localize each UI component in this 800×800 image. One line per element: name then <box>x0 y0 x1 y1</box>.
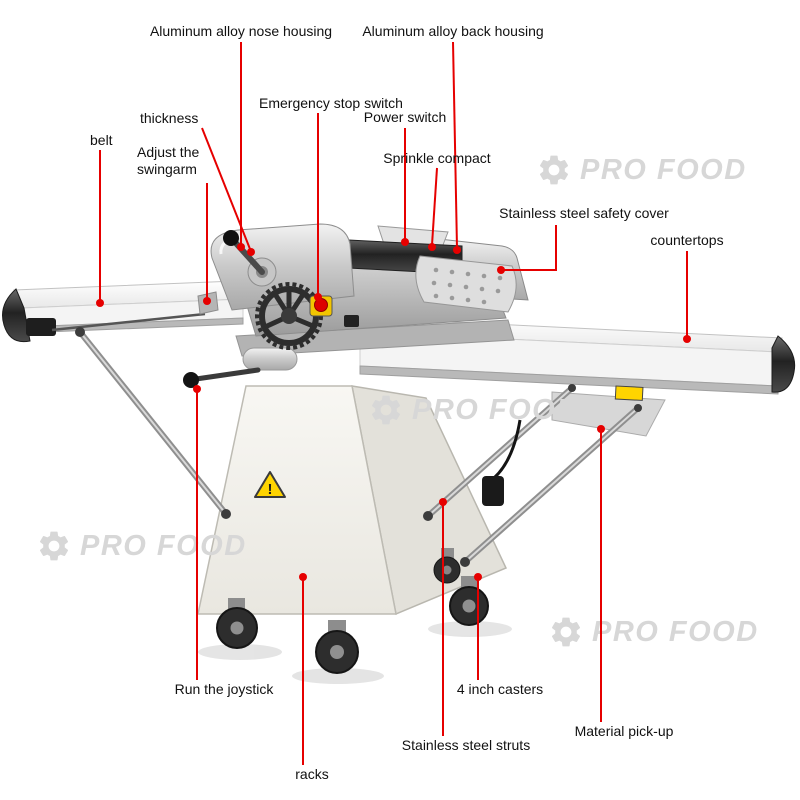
label-casters: 4 inch casters <box>456 681 544 697</box>
watermark: PRO FOOD <box>36 528 247 564</box>
label-nose-housing: Aluminum alloy nose housing <box>149 23 333 39</box>
watermark-text: PRO FOOD <box>580 153 747 186</box>
front-cylinder <box>242 347 298 371</box>
label-power-switch: Power switch <box>363 109 447 125</box>
drive-motor <box>26 318 56 336</box>
power-switch-part <box>344 315 359 327</box>
left-strut <box>75 327 231 519</box>
watermark-text: PRO FOOD <box>412 393 579 426</box>
casters <box>216 548 489 674</box>
safety-guard <box>415 255 517 313</box>
control-pendant <box>482 419 522 506</box>
belt-roller <box>2 288 31 343</box>
label-safety-cover: Stainless steel safety cover <box>499 205 669 221</box>
emergency-stop-part <box>309 295 333 317</box>
warning-sticker <box>614 385 644 401</box>
label-run-joystick: Run the joystick <box>174 681 274 697</box>
gear-icon <box>551 617 581 647</box>
label-sprinkle-compact: Sprinkle compact <box>383 150 491 166</box>
gear-icon <box>371 395 401 425</box>
watermark-text: PRO FOOD <box>592 615 759 648</box>
watermark: PRO FOOD <box>536 152 747 188</box>
label-belt: belt <box>90 132 113 148</box>
label-countertops: countertops <box>650 232 724 248</box>
label-material-pickup: Material pick-up <box>574 723 674 739</box>
label-adjust-swingarm: Adjust the swingarm <box>137 144 200 177</box>
gear-icon <box>539 155 569 185</box>
label-thickness: thickness <box>140 110 199 126</box>
warning-icon: ! <box>254 471 286 498</box>
end-roller <box>771 335 796 393</box>
floor-shadow <box>198 621 512 684</box>
swingarm-pivot <box>197 291 219 315</box>
label-back-housing: Aluminum alloy back housing <box>362 23 544 39</box>
gear-icon <box>39 531 69 561</box>
joystick-lever <box>183 367 261 388</box>
watermark: PRO FOOD <box>368 392 579 428</box>
warning-mark: ! <box>268 481 273 498</box>
label-emergency-stop: Emergency stop switch <box>259 95 403 111</box>
watermark: PRO FOOD <box>548 614 759 650</box>
watermark-text: PRO FOOD <box>80 529 247 562</box>
right-struts <box>423 384 642 567</box>
label-struts: Stainless steel struts <box>401 737 531 753</box>
left-conveyor <box>2 280 244 343</box>
label-racks: racks <box>295 766 329 782</box>
